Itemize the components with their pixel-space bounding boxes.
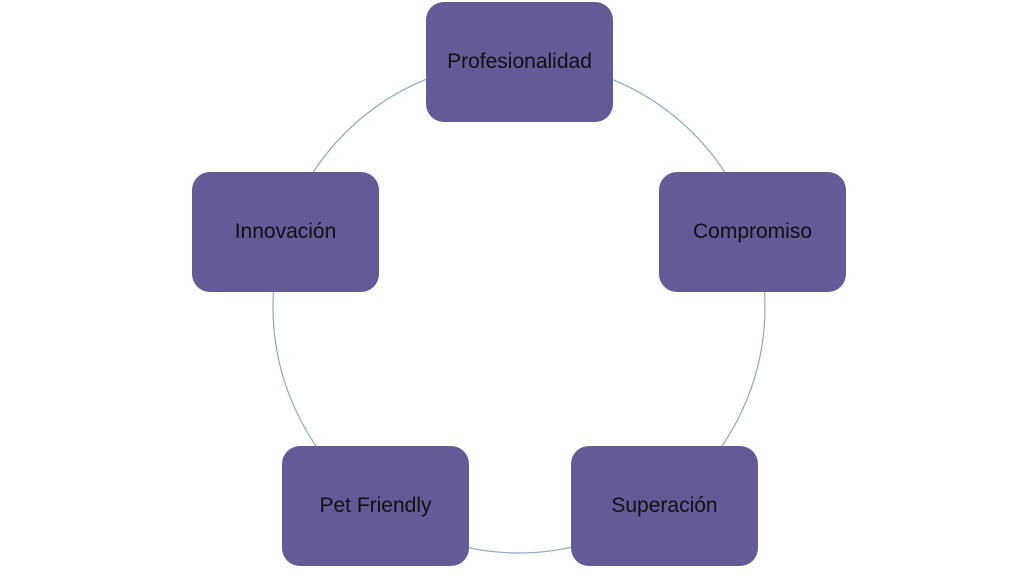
node-label: Pet Friendly [319,494,432,517]
node-label: Superación [611,494,718,517]
node-compromiso: Compromiso [659,172,846,292]
node-superacion: Superación [571,446,758,566]
node-innovacion: Innovación [192,172,379,292]
node-pet-friendly: Pet Friendly [282,446,469,566]
node-label: Profesionalidad [447,50,592,73]
node-label: Compromiso [692,220,813,243]
node-label: Innovación [234,220,337,243]
node-profesionalidad: Profesionalidad [426,2,613,122]
